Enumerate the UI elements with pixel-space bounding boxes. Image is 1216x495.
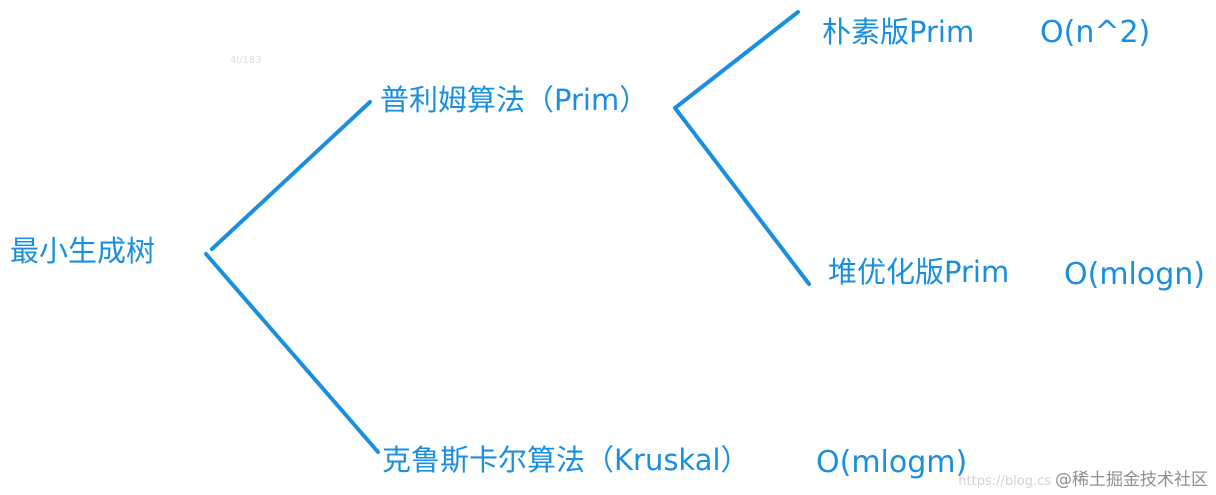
faint-mark-text: 4l/183 — [230, 55, 262, 66]
edge-prim-to-naive — [673, 10, 800, 110]
prim-naive-node-label: 朴素版Prim — [822, 15, 975, 49]
edge-root-to-kruskal — [204, 252, 380, 454]
kruskal-node-label: 克鲁斯卡尔算法（Kruskal） — [382, 443, 750, 477]
prim-heap-node-label: 堆优化版Prim — [828, 255, 1010, 289]
prim-naive-complexity: O(n^2) — [1040, 15, 1151, 50]
root-node-label: 最小生成树 — [10, 234, 156, 268]
edge-prim-to-heap — [673, 106, 811, 286]
kruskal-complexity: O(mlogm) — [816, 445, 968, 480]
watermark: https://blog.cs @稀土掘金技术社区 — [958, 472, 1208, 489]
prim-node-label: 普利姆算法（Prim） — [380, 83, 649, 117]
edge-root-to-prim — [210, 100, 372, 251]
watermark-text: @稀土掘金技术社区 — [1055, 470, 1208, 490]
watermark-url: https://blog.cs — [958, 474, 1051, 489]
prim-heap-complexity: O(mlogn) — [1064, 257, 1205, 292]
